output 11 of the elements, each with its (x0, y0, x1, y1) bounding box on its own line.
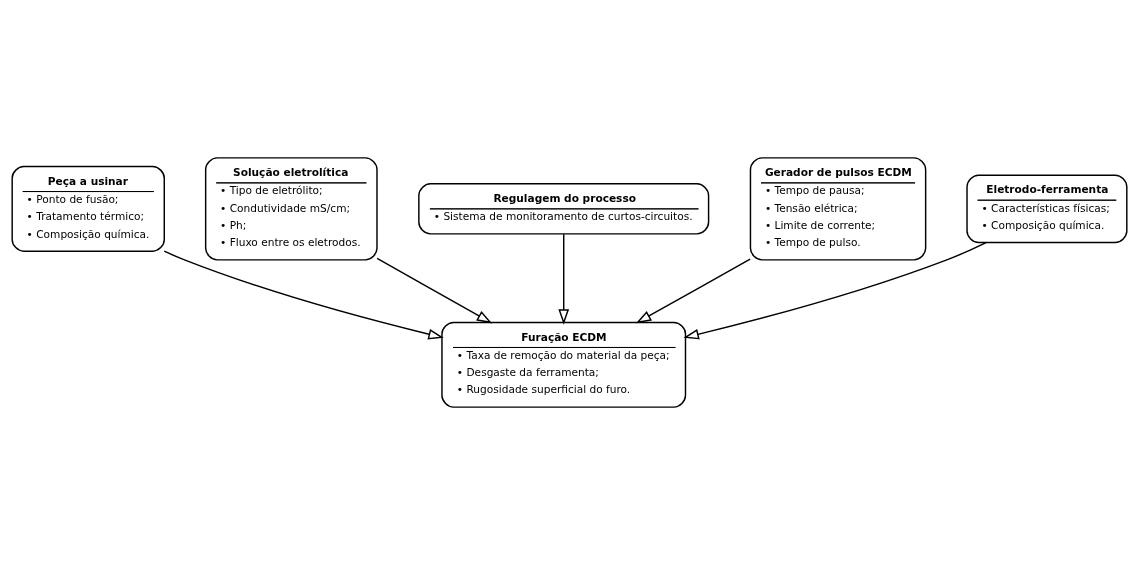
node-box: Peça a usinar • Ponto de fusão; • Tratamento térmico; • Composição química. (11, 165, 165, 252)
node-box: Eletrodo-ferramenta • Características físicas; • Composição química. (966, 173, 1128, 243)
node-box: Furação ECDM • Taxa de remoção do material da peça; • Desgaste da ferramenta; • Rugosidade superficial do furo. (441, 321, 687, 408)
node-box: Solução eletrolítica • Tipo de eletrólito; • Condutividade mS/cm; • Ph; • Fluxo entre os eletrodos. (204, 156, 378, 261)
arrow (558, 233, 570, 325)
arrow (163, 250, 444, 339)
arrow (683, 241, 987, 339)
node-box: Regulagem do processo • Sistema de monitoramento de curtos-circuitos. (418, 182, 710, 235)
arrow (376, 257, 493, 323)
node-box: Gerador de pulsos ECDM • Tempo de pausa; • Tensão elétrica; • Limite de corrente; • Tempo de pulso. (749, 156, 927, 261)
arrow (635, 257, 751, 323)
